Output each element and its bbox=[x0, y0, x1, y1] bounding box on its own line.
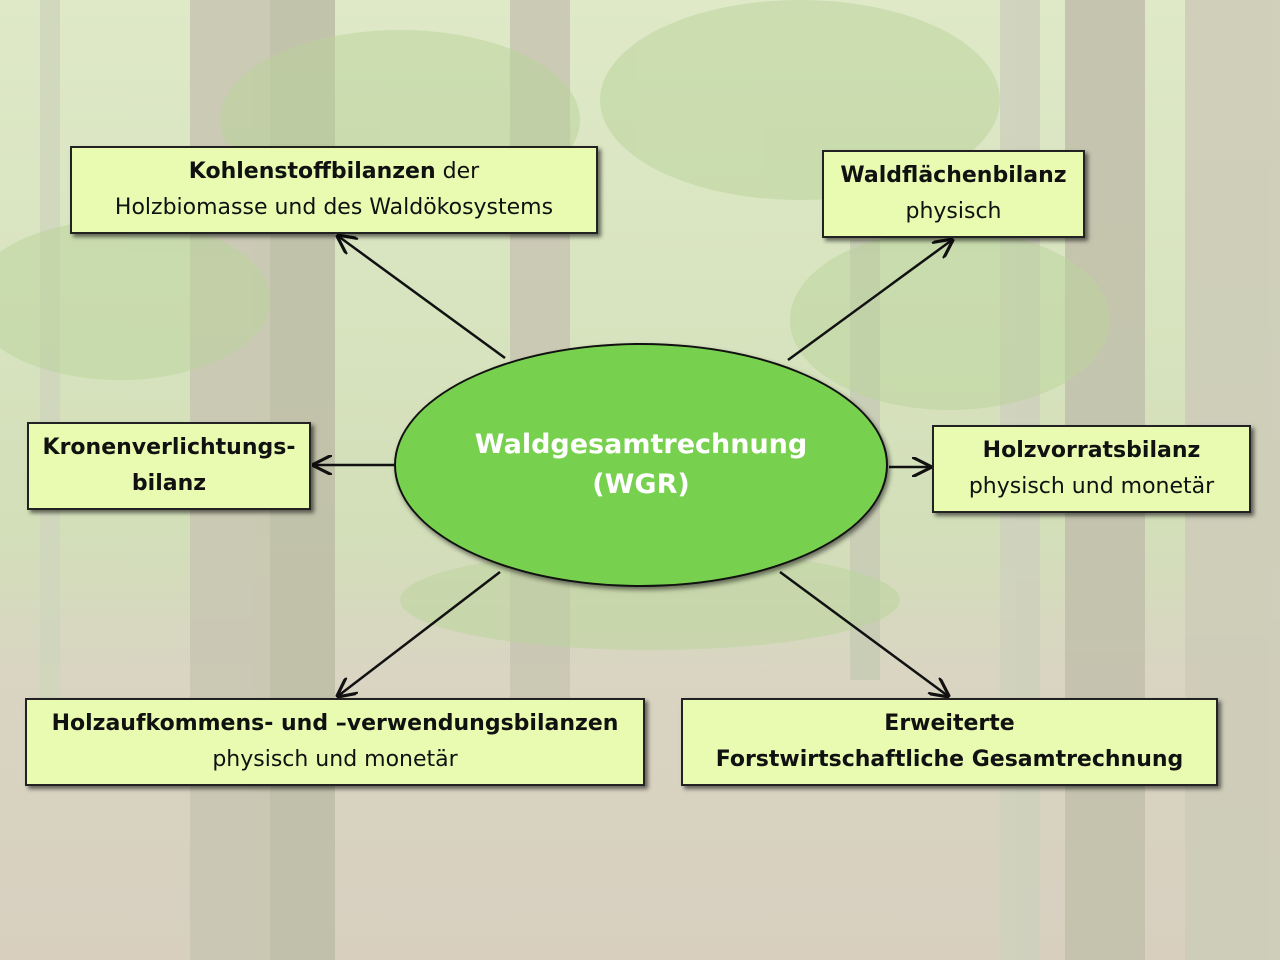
box-subtitle: physisch bbox=[905, 199, 1002, 224]
arrow-to-erweiterte bbox=[779, 570, 948, 696]
box-title-line2: bilanz bbox=[131, 471, 207, 496]
box-title: Holzvorratsbilanz bbox=[982, 438, 1201, 463]
box-holzvorratsbilanz: Holzvorratsbilanz physisch und monetär bbox=[932, 425, 1251, 513]
box-title: Kohlenstoffbilanzen bbox=[188, 159, 436, 184]
box-title: Holzaufkommens- und –verwendungsbilanzen bbox=[51, 711, 619, 736]
box-waldflaechenbilanz: Waldflächenbilanz physisch bbox=[822, 150, 1085, 238]
box-kohlenstoffbilanzen: Kohlenstoffbilanzen der Holzbiomasse und… bbox=[70, 146, 598, 234]
arrow-to-waldflaechen bbox=[787, 240, 952, 362]
box-holzaufkommensbilanzen: Holzaufkommens- und –verwendungsbilanzen… bbox=[25, 698, 645, 786]
center-abbreviation: (WGR) bbox=[592, 469, 690, 500]
box-title: Erweiterte bbox=[884, 711, 1015, 736]
box-subtitle: physisch und monetär bbox=[212, 747, 458, 772]
box-title: Waldflächenbilanz bbox=[840, 163, 1067, 188]
box-erweiterte-gesamtrechnung: Erweiterte Forstwirtschaftliche Gesamtre… bbox=[681, 698, 1218, 786]
center-title: Waldgesamtrechnung bbox=[474, 429, 808, 460]
box-kronenverlichtungsbilanz: Kronenverlichtungs- bilanz bbox=[27, 422, 311, 510]
arrow-to-holzaufkommen bbox=[338, 571, 501, 696]
center-ellipse-wgr: Waldgesamtrechnung (WGR) bbox=[394, 343, 888, 587]
arrow-to-kohlenstoff bbox=[338, 236, 506, 360]
box-title-line2: Forstwirtschaftliche Gesamtrechnung bbox=[715, 747, 1184, 772]
box-subtitle: Holzbiomasse und des Waldökosystems bbox=[114, 195, 554, 220]
box-subtitle: physisch und monetär bbox=[968, 474, 1215, 499]
box-title: Kronenverlichtungs- bbox=[42, 435, 296, 460]
box-title-suffix: der bbox=[435, 159, 480, 184]
